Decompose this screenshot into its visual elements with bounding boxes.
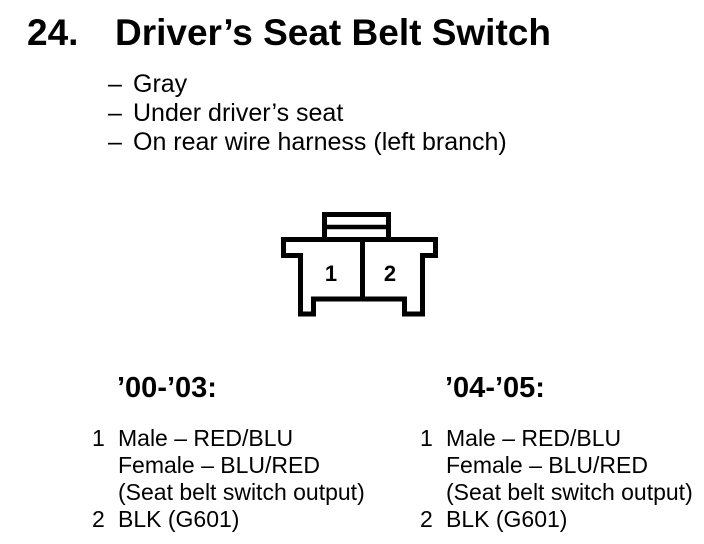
bullet-text: Gray [133, 70, 188, 98]
pin-description: Male – RED/BLU Female – BLU/RED (Seat be… [118, 425, 365, 506]
pin-line: BLK (G601) [446, 506, 568, 532]
bullet-item-harness: – On rear wire harness (left branch) [108, 128, 507, 157]
year-range-header-04-05: ’04-’05: [445, 372, 545, 404]
connector-svg: 1 2 [281, 212, 438, 317]
bullet-text: Under driver’s seat [133, 99, 344, 127]
connector-diagram: 1 2 [276, 208, 444, 320]
pin-line: (Seat belt switch output) [446, 479, 693, 505]
bullet-dash: – [108, 99, 122, 127]
bullet-item-location: – Under driver’s seat [108, 99, 507, 128]
pin-row: 2 BLK (G601) [92, 506, 365, 533]
bullet-text: On rear wire harness (left branch) [133, 128, 507, 156]
pin-number: 1 [92, 425, 105, 451]
pin-2-label: 2 [384, 261, 396, 286]
pin-line: Female – BLU/RED [118, 452, 320, 478]
pin-description: BLK (G601) [446, 506, 567, 533]
bullet-dash: – [108, 70, 122, 98]
page-heading: 24. Driver’s Seat Belt Switch [27, 14, 551, 52]
pin-row: 1 Male – RED/BLU Female – BLU/RED (Seat … [92, 425, 365, 506]
connector-body [281, 237, 438, 317]
bullet-dash: – [108, 128, 122, 156]
pin-line: Male – RED/BLU [118, 425, 294, 451]
pin-list-04-05: 1 Male – RED/BLU Female – BLU/RED (Seat … [420, 425, 693, 533]
pin-number: 2 [92, 506, 105, 532]
pin-number: 2 [420, 506, 433, 532]
pin-line: (Seat belt switch output) [118, 479, 365, 505]
pin-number: 1 [420, 425, 433, 451]
pin-description: Male – RED/BLU Female – BLU/RED (Seat be… [446, 425, 693, 506]
pin-line: BLK (G601) [118, 506, 240, 532]
page-title: Driver’s Seat Belt Switch [115, 12, 551, 53]
bullet-list: – Gray – Under driver’s seat – On rear w… [108, 70, 507, 157]
pin-row: 2 BLK (G601) [420, 506, 693, 533]
bullet-item-color: – Gray [108, 70, 507, 99]
pin-row: 1 Male – RED/BLU Female – BLU/RED (Seat … [420, 425, 693, 506]
pin-line: Female – BLU/RED [446, 452, 648, 478]
pin-list-00-03: 1 Male – RED/BLU Female – BLU/RED (Seat … [92, 425, 365, 533]
item-number: 24. [27, 12, 79, 53]
pin-1-label: 1 [325, 261, 337, 286]
pin-description: BLK (G601) [118, 506, 239, 533]
year-range-header-00-03: ’00-’03: [117, 372, 217, 404]
pin-line: Male – RED/BLU [446, 425, 622, 451]
